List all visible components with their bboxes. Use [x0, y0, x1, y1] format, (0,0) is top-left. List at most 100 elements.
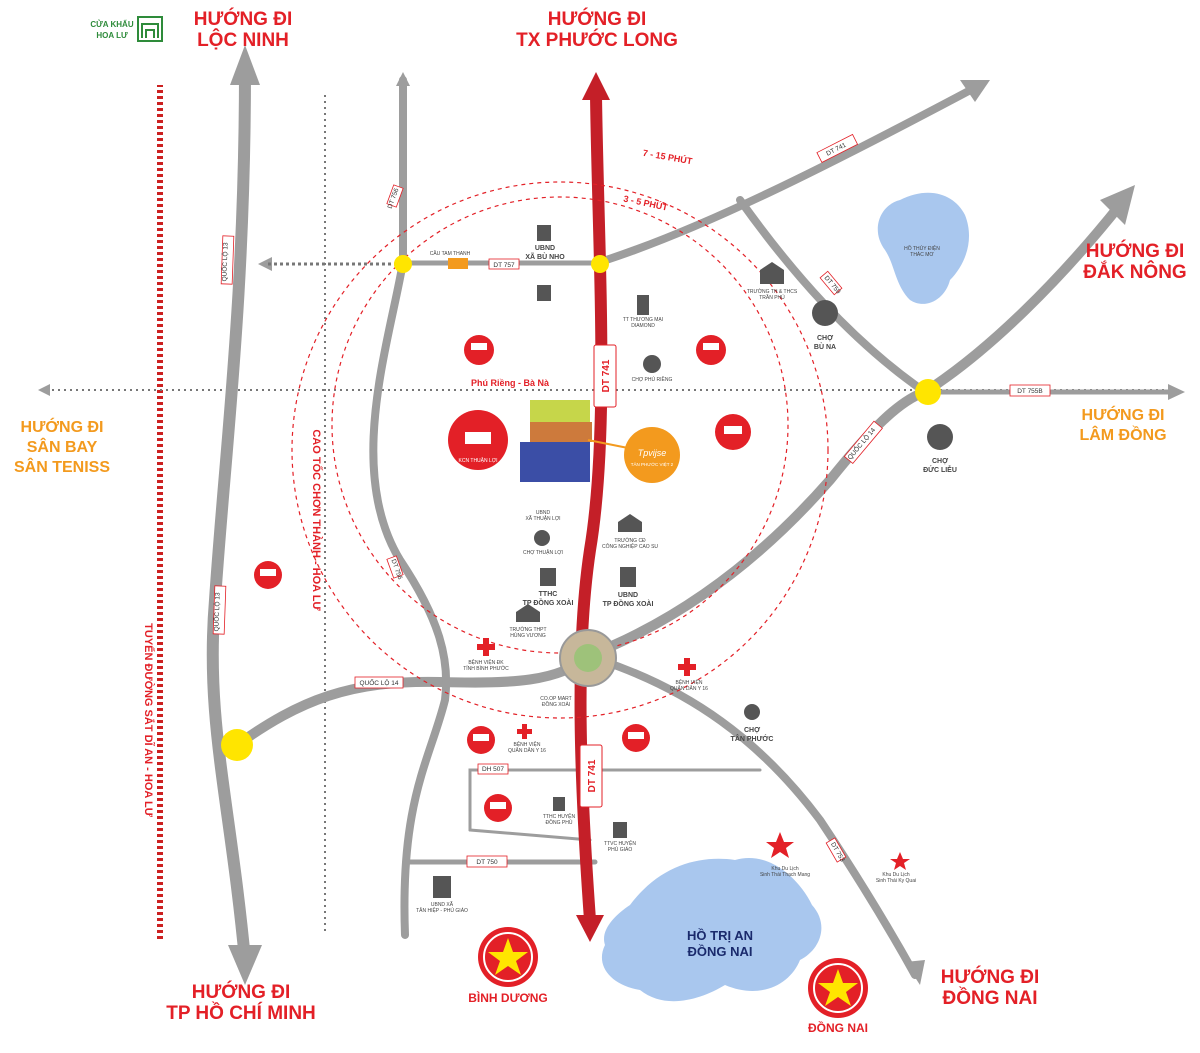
bv-quan-dan-y16b-l1: BỆNH VIỆN: [514, 740, 541, 748]
factory-glyph: [703, 343, 719, 350]
ho-tri-an-l1: HỒ TRỊ AN: [687, 928, 753, 943]
building-icon-4: [540, 568, 556, 586]
bv-binh-phuoc-l2: TỈNH BÌNH PHƯỚC: [463, 665, 509, 672]
cho-duc-lieu-l2: ĐỨC LIỄU: [923, 465, 957, 474]
ubnd-thuan-loi-l2: XÃ THUẬN LỢI: [525, 515, 560, 522]
ubnd-bu-nho-l1: UBND: [535, 245, 555, 252]
dir-phuoc-long-l1: HƯỚNG ĐI: [548, 8, 646, 30]
logo-line1: CỬA KHẨU: [90, 20, 133, 29]
cua-khau-gate-glyph: [141, 23, 159, 38]
truong-tran-phu-l1: TRƯỜNG TH & THCS: [747, 288, 798, 295]
ttvc-phu-giao-l1: TTVC HUYỆN: [604, 839, 636, 847]
factory-glyph: [628, 732, 644, 739]
factory-glyph: [473, 734, 489, 741]
school-icon-1: [760, 262, 784, 284]
road-ql13: [206, 64, 251, 966]
ttdc-phu-giao-l1: TTHC HUYỆN: [543, 812, 576, 820]
ring-inner: [331, 196, 789, 654]
ttdc-dong-xoai-l2: TP ĐỒNG XOÀI: [523, 597, 574, 607]
label-box: [220, 235, 235, 285]
road-label-ql14-right: QUỐC LỘ 14: [844, 425, 877, 462]
building-icon-8: [433, 876, 451, 898]
cho-bu-na-l2: BÙ NA: [814, 342, 836, 351]
cho-tan-phuoc-l1: CHỢ: [744, 727, 760, 734]
project-brand: Tpvijse: [638, 448, 667, 458]
building-icon-1: [537, 225, 551, 241]
dong-nai-province-label: ĐỒNG NAI: [808, 1020, 868, 1035]
cart-icon-bu-na: [812, 300, 838, 326]
road-label-ql14-left: QUỐC LỘ 14: [359, 677, 398, 687]
road-label-dh507: DH 507: [482, 766, 504, 773]
bv-quan-dan-y16-l2: QUÂN DÂN Y 16: [670, 685, 708, 692]
arrow-hcm: [228, 945, 262, 985]
factory-glyph: [260, 569, 276, 576]
road-label-dt756-top: DT 756: [387, 187, 401, 210]
truong-cd-l1: TRƯỜNG CĐ: [614, 537, 646, 544]
school-icon-2: [618, 514, 642, 532]
cart-icon-thuan-loi: [534, 530, 550, 546]
arrow-loc-ninh: [230, 45, 260, 85]
node-dt756-dt757: [394, 255, 412, 273]
road-ql14-east: [583, 387, 930, 661]
dong-nai-badge-ring: [813, 963, 863, 1013]
label-box: [212, 585, 227, 635]
dir-lam-dong-l2: LÂM ĐỒNG: [1079, 425, 1166, 444]
project-badge: [624, 427, 680, 483]
road-label-ql13-top: QUỐC LỘ 13: [218, 242, 229, 282]
label-box: [819, 270, 843, 296]
road-dt741-ne: [596, 81, 984, 266]
arrow-dt756-top: [396, 72, 410, 86]
building-icon-7: [613, 822, 627, 838]
ttvc-phu-giao-l2: PHÚ GIÁO: [608, 846, 633, 853]
binh-duong-label: BÌNH DƯƠNG: [468, 990, 548, 1005]
tttm-diamond-l1: TT THƯƠNG MẠI: [623, 317, 663, 323]
label-box: [1009, 384, 1051, 397]
label-box-dt741-top: [593, 344, 617, 408]
factory-glyph: [490, 802, 506, 809]
road-label-dt756-mid: DT 756: [389, 558, 403, 581]
road-dh507-b: [468, 828, 592, 842]
school-icon-3: [516, 604, 540, 622]
arrow-phuoc-long: [582, 72, 610, 100]
node-dt741-dt757: [591, 255, 609, 273]
dir-phuoc-long-l2: TX PHƯỚC LONG: [516, 29, 678, 51]
ho-tri-an-l2: ĐỒNG NAI: [688, 944, 753, 959]
road-dt753: [596, 656, 919, 979]
project-name: TÂN PHƯỚC VIỆT 2: [631, 460, 674, 467]
ubnd-dong-xoai-l1: UBND: [618, 592, 638, 599]
project-site: [520, 400, 592, 482]
cart-icon-tan-phuoc: [744, 704, 760, 720]
truong-tran-phu-l2: TRẦN PHÚ: [759, 294, 785, 301]
arrow-dong-nai: [905, 960, 925, 985]
star-ky-quai: [890, 852, 910, 870]
ho-thac-mo-lake: [877, 192, 970, 304]
coopmart-l1: CO.OP MART: [540, 696, 572, 702]
ubnd-dong-xoai-l2: TP ĐỒNG XOÀI: [603, 598, 654, 608]
bridge-icon: [448, 258, 468, 269]
dir-san-bay-l1: HƯỚNG ĐI: [21, 417, 104, 436]
label-box: [466, 855, 508, 868]
hospital-icon-1: [477, 638, 495, 656]
ubnd-tan-hiep-l2: TÂN HIỆP - PHÚ GIÁO: [416, 906, 468, 914]
arrow-sanbay: [38, 384, 50, 396]
cho-phu-rieng: CHỢ PHÚ RIỀNG: [632, 376, 673, 383]
arrow-dt757-west: [258, 257, 272, 271]
cho-duc-lieu-l1: CHỢ: [932, 458, 948, 465]
bv-binh-phuoc-l1: BỆNH VIỆN ĐK: [468, 658, 504, 666]
road-label-dt741-bottom: DT 741: [587, 759, 598, 792]
binh-duong-star: [488, 938, 528, 975]
expressway-label: CAO TỐC CHƠN THÀNH - HOA LƯ: [310, 429, 324, 611]
tttm-diamond-l2: DIAMOND: [631, 323, 655, 329]
node-ql14-dt755b: [915, 379, 941, 405]
railway-line: [157, 85, 163, 940]
ubnd-tan-hiep-l1: UBND XÃ: [431, 901, 454, 908]
arrow-dt741-south: [576, 915, 604, 942]
bv-quan-dan-y16b-l2: QUÂN DÂN Y 16: [508, 747, 546, 754]
arrow-lam-dong: [1168, 384, 1185, 400]
road-label-dt759: DT 759: [823, 275, 842, 296]
ho-thac-mo-l2: THÁC MƠ: [910, 251, 934, 258]
road-ql14-west: [232, 651, 593, 750]
cart-icon-phu-rieng: [643, 355, 661, 373]
label-box: [488, 258, 520, 270]
